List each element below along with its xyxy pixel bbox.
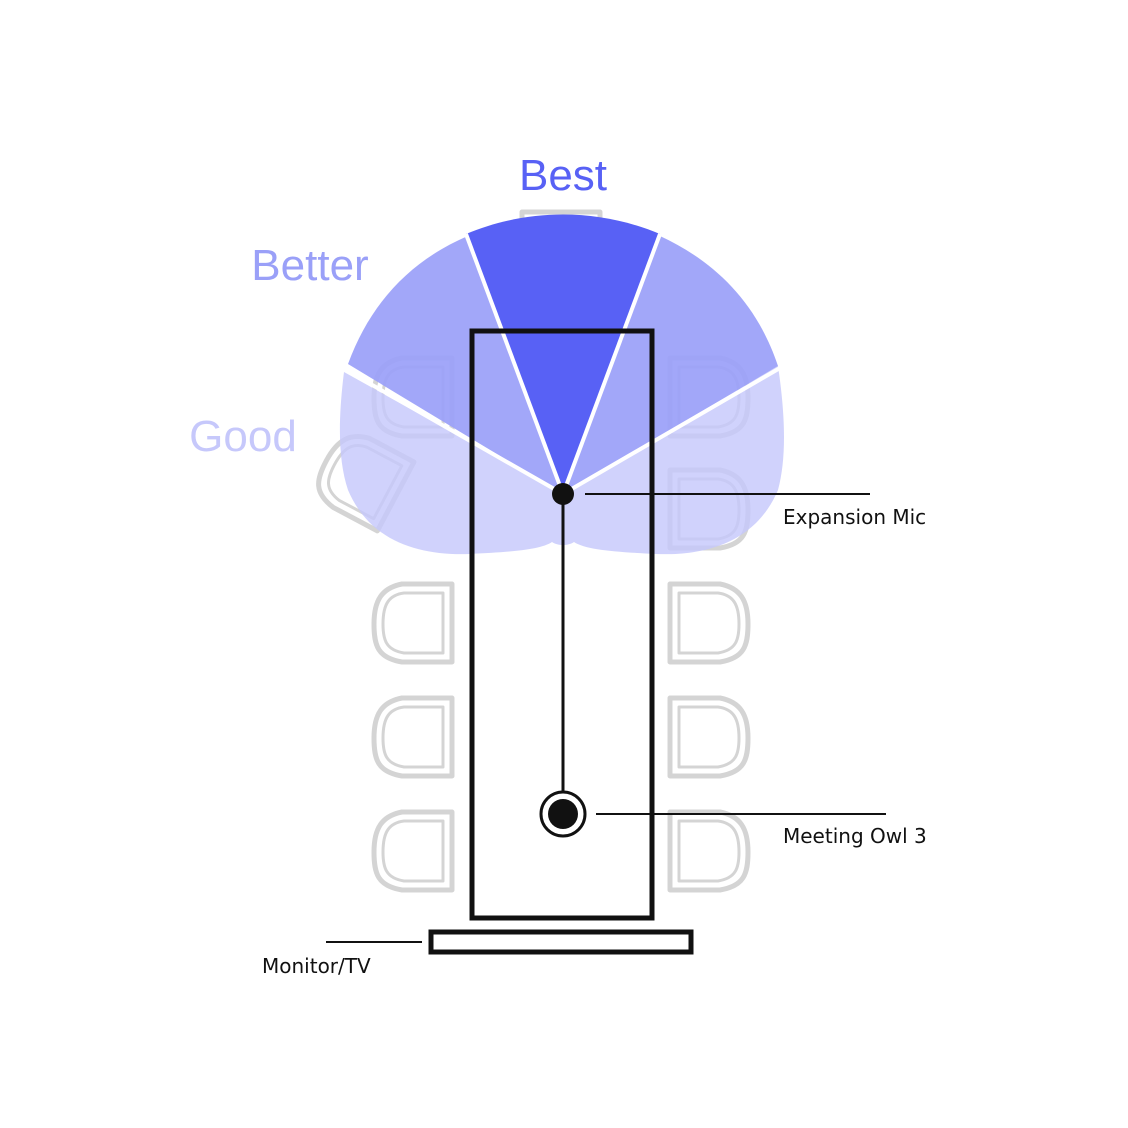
- good-label: Good: [189, 412, 297, 461]
- meeting-owl-icon: [539, 790, 587, 838]
- chair-right-4: [670, 698, 748, 776]
- good-zone: [339, 366, 784, 555]
- conference-table: [469, 328, 655, 921]
- expansion-mic-label: Expansion Mic: [783, 505, 926, 529]
- coverage-zones: [339, 214, 784, 555]
- best-label: Best: [519, 151, 607, 200]
- chair-left-3: [374, 584, 452, 662]
- chair-right-3: [670, 584, 748, 662]
- chair-right-5: [670, 812, 748, 890]
- expansion-mic-icon: [552, 483, 574, 505]
- chair-left-4: [374, 698, 452, 776]
- best-zone: [466, 214, 660, 494]
- meeting-owl-label: Meeting Owl 3: [783, 824, 927, 848]
- zone-dividers: [345, 233, 782, 496]
- monitor-label: Monitor/TV: [262, 954, 371, 978]
- better-label: Better: [251, 241, 368, 290]
- chair-left-5: [374, 812, 452, 890]
- monitor-tv: [428, 929, 694, 955]
